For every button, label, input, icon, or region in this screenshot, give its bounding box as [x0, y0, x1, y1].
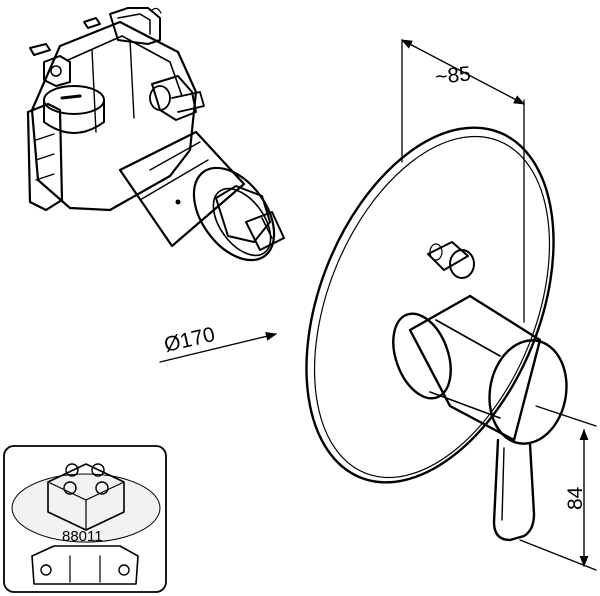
concealed-valve-body — [26, 7, 285, 262]
cover-diameter-label: Ø170 — [162, 323, 217, 357]
diverter-knob — [427, 241, 475, 279]
dimension-cover-diameter — [159, 332, 278, 363]
depth-dimension-label: ~85 — [434, 62, 472, 89]
dimension-depth — [401, 39, 525, 323]
lever-height-label: 84 — [564, 486, 587, 510]
dimension-lever-height — [519, 405, 597, 571]
lever-handle — [392, 294, 568, 542]
inset-part-number: 88011 — [62, 528, 103, 545]
inset-box — [3, 445, 167, 593]
cover-plate — [305, 126, 555, 484]
